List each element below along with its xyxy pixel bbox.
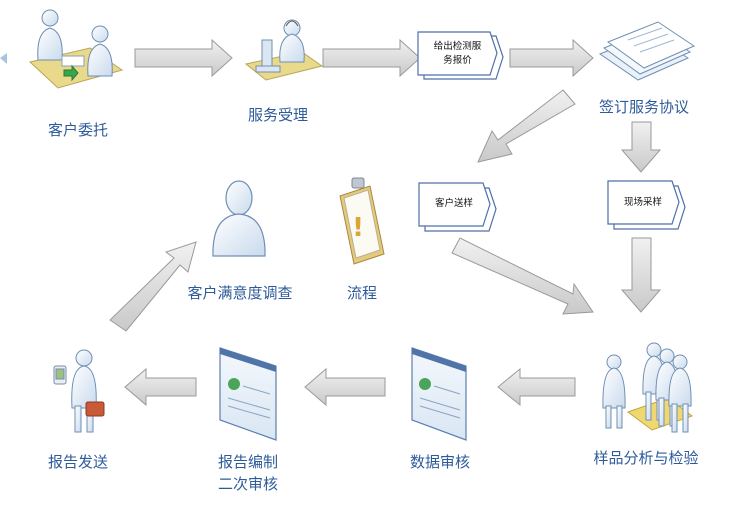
- report-compile-line1: 报告编制: [217, 453, 278, 471]
- sample-analysis-label: 样品分析与检验: [593, 449, 699, 467]
- document-stack-icon: [598, 21, 696, 81]
- clipboard-icon: !: [339, 177, 385, 265]
- report-send-label: 报告发送: [47, 453, 108, 471]
- screen-window-icon: [411, 347, 467, 441]
- arrow-agreement-to-sampling: [620, 121, 662, 173]
- satisfaction-survey-label: 客户满意度调查: [187, 284, 293, 302]
- arrow-delivery-to-analysis: [451, 237, 594, 315]
- service-acceptance-label: 服务受理: [247, 106, 308, 124]
- handshake-desk-icon: [28, 9, 124, 89]
- process-label: 流程: [346, 284, 377, 302]
- onsite-sampling-label: 现场采样: [623, 197, 662, 208]
- customer-delivery-label: 客户送样: [434, 198, 473, 209]
- sign-agreement-label: 签订服务协议: [598, 98, 689, 116]
- arrow-datareview-to-reportcompile: [304, 367, 386, 407]
- data-review-label: 数据审核: [409, 453, 470, 471]
- onsite-sampling-box: [607, 180, 686, 230]
- left-edge-marker: [0, 53, 7, 64]
- arrow-commission-to-acceptance: [134, 38, 233, 78]
- quote-box-line2: 务报价: [443, 55, 472, 66]
- report-compile-line2: 二次审核: [217, 475, 278, 493]
- arrow-quote-to-agreement: [509, 38, 594, 78]
- customer-delivery-box: [418, 182, 497, 232]
- arrow-acceptance-to-quote: [322, 38, 421, 78]
- service-desk-icon: [244, 19, 324, 81]
- customer-commission-label: 客户委托: [47, 121, 108, 139]
- quote-box: [417, 31, 504, 80]
- arrow-agreement-to-delivery: [477, 89, 576, 163]
- arrow-reportcompile-to-reportsend: [124, 367, 197, 407]
- arrow-reportsend-to-satisfaction: [109, 241, 197, 332]
- screen-window-icon: [219, 347, 277, 441]
- arrow-analysis-to-datareview: [497, 367, 576, 407]
- quote-box-line1: 给出检测服: [433, 41, 482, 52]
- people-group-icon: [602, 342, 694, 433]
- svg-text:!: !: [352, 213, 364, 243]
- person-briefcase-icon: [53, 349, 105, 433]
- person-icon: [212, 180, 266, 257]
- arrow-sampling-to-analysis: [620, 237, 662, 313]
